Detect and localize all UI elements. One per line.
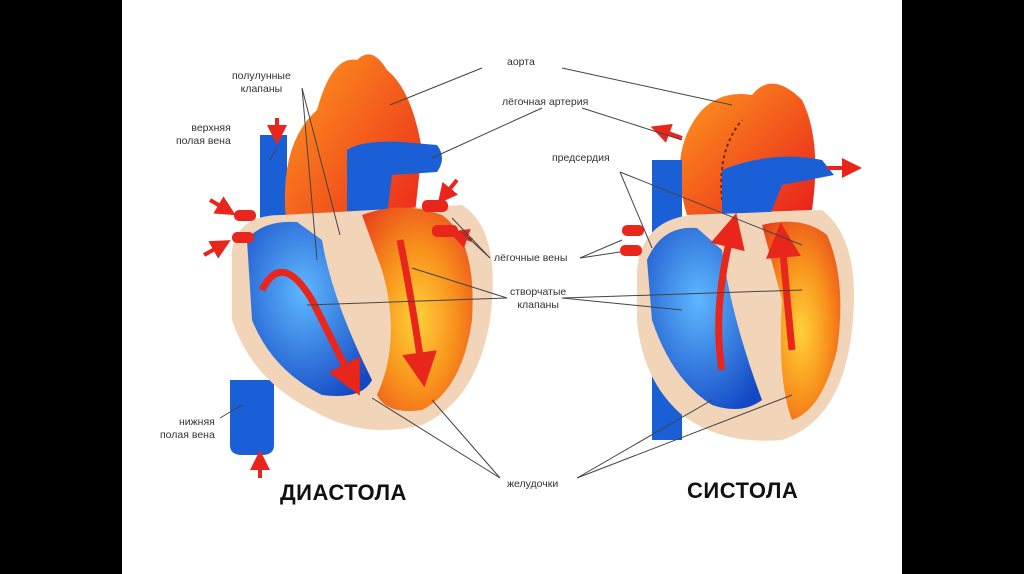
- label-semilunar-valves: полулунные клапаны: [232, 70, 291, 96]
- label-pulmonary-artery: лёгочная артерия: [502, 96, 588, 109]
- heart-diagram: аорта лёгочная артерия полулунные клапан…: [122, 0, 902, 574]
- diastole-inflow-arrow-left-2: [204, 245, 222, 255]
- label-aorta: аорта: [507, 56, 535, 69]
- label-cuspid-valves: створчатые клапаны: [510, 286, 566, 312]
- label-ventricles: желудочки: [507, 478, 558, 491]
- title-diastole: ДИАСТОЛА: [280, 480, 407, 506]
- systole-vein-stub-1: [622, 225, 644, 236]
- title-systole: СИСТОЛА: [687, 478, 798, 504]
- diastole-vein-stub-2: [232, 232, 254, 243]
- label-atria: предсердия: [552, 152, 610, 165]
- systole-heart: [620, 84, 854, 441]
- diastole-vein-stub-1: [234, 210, 256, 221]
- diastole-pulmonary-vein-2: [432, 225, 458, 237]
- diastole-inflow-arrow-right-1: [444, 180, 457, 196]
- diastole-heart: [204, 54, 493, 478]
- label-pulmonary-veins: лёгочные вены: [494, 252, 567, 265]
- diastole-inferior-vena-cava: [230, 380, 274, 455]
- systole-vein-stub-2: [620, 245, 642, 256]
- diastole-pulmonary-vein-1: [422, 200, 448, 212]
- label-inferior-vena-cava: нижняя полая вена: [160, 416, 215, 442]
- diastole-inflow-arrow-left-1: [210, 200, 227, 210]
- label-superior-vena-cava: верхняя полая вена: [176, 122, 231, 148]
